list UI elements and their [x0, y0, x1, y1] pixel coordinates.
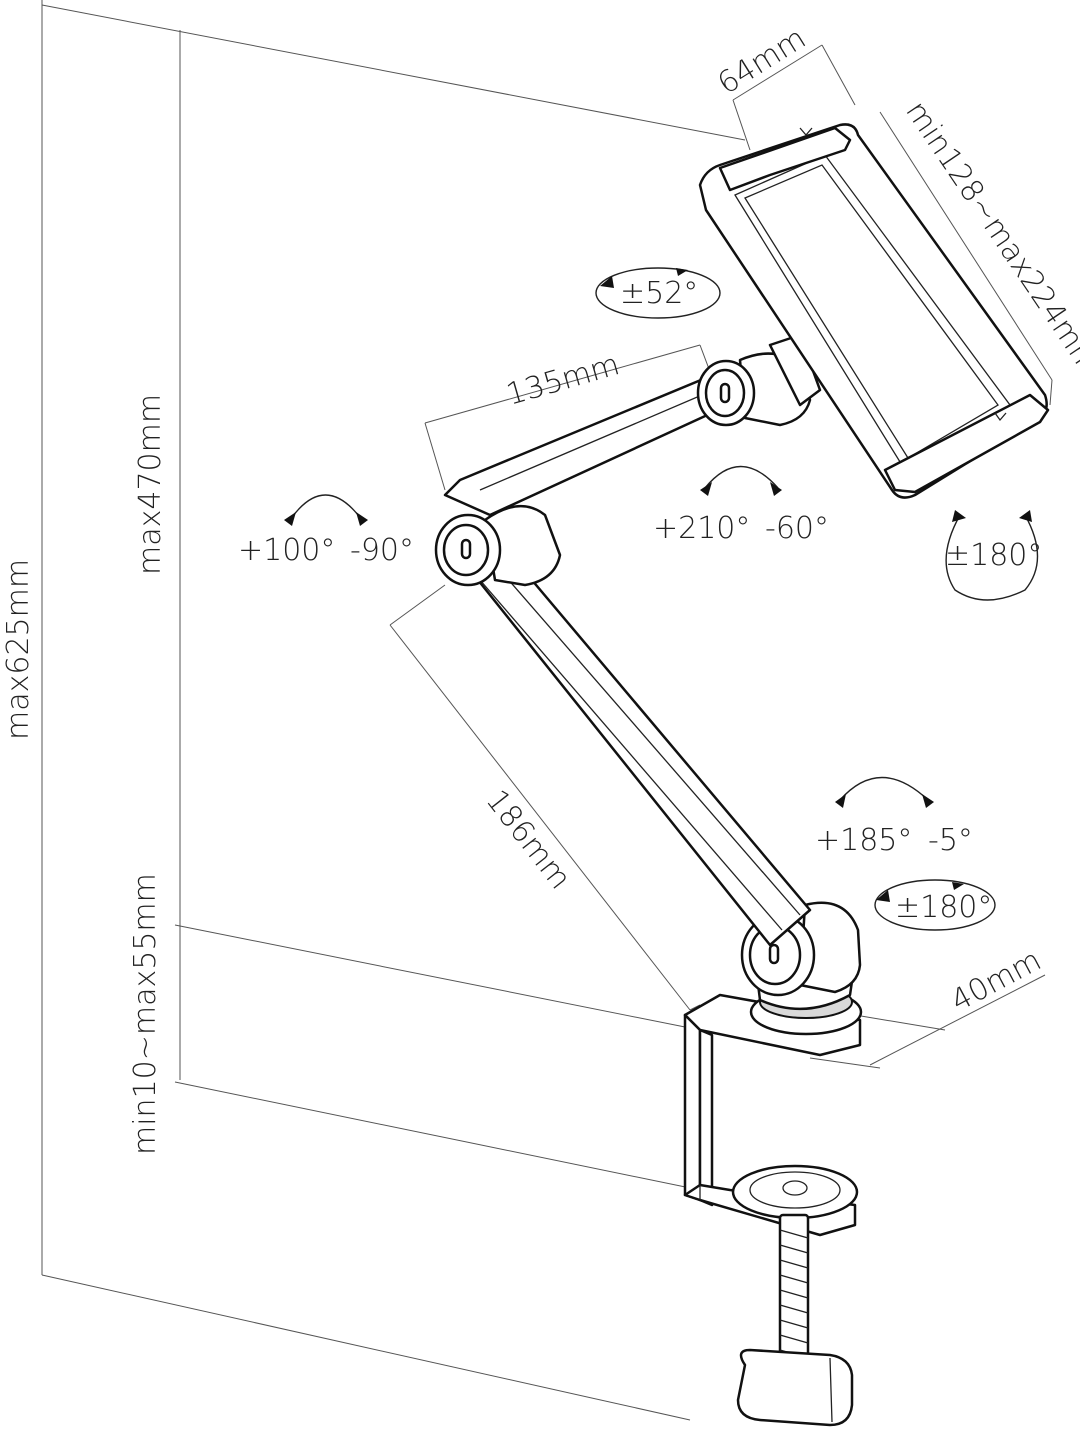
elbow-up-label: +100°: [238, 533, 335, 568]
elbow-down-label: -90°: [350, 533, 414, 568]
wrist-up-label: +210°: [653, 511, 750, 546]
dimension-lines: [41, 0, 1053, 1421]
elbow-joint: [434, 504, 562, 587]
clamp-thickness-label: min10~max55mm: [128, 873, 163, 1155]
base-down-label: -5°: [928, 823, 973, 858]
holder-swivel-label: ±52°: [620, 276, 698, 311]
overall-height-label: max625mm: [1, 559, 36, 740]
holder-rotate-label: ±180°: [945, 538, 1042, 573]
arm-height-label: max470mm: [133, 394, 168, 575]
wrist-joint: [696, 333, 822, 427]
upper-arm: [443, 368, 742, 517]
upper-arm-length-label: 135mm: [503, 347, 624, 413]
base-swivel-label: ±180°: [895, 890, 992, 925]
lower-arm-length-label: 186mm: [479, 783, 578, 896]
lower-arm: [468, 558, 812, 947]
base-depth-label: 40mm: [945, 943, 1047, 1019]
desk-clamp: [683, 993, 862, 1427]
holder-width-label: 64mm: [712, 21, 812, 102]
tablet-holder: [698, 123, 1050, 499]
rotation-arrows: [284, 267, 1039, 931]
base-joint: [740, 901, 863, 1036]
base-up-label: +185°: [815, 823, 912, 858]
wrist-down-label: -60°: [765, 511, 829, 546]
